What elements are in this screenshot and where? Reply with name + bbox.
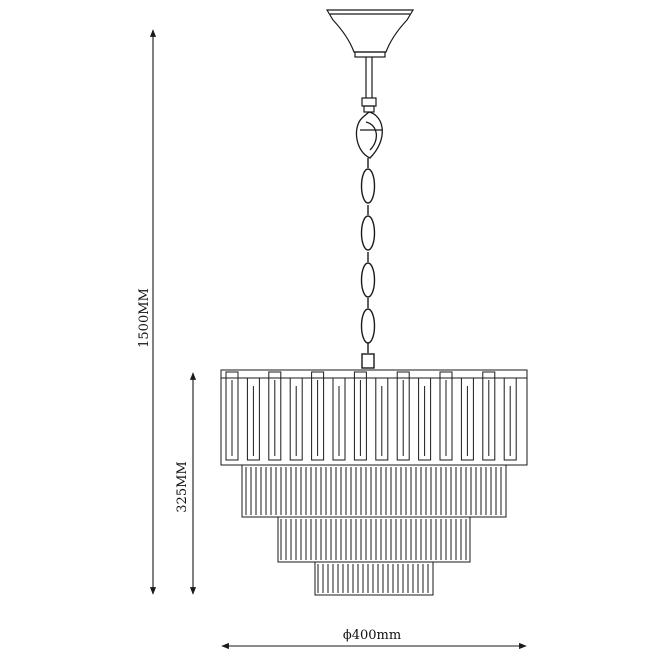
chain-link — [360, 168, 376, 204]
top-crystal-slat — [503, 377, 517, 461]
top-crystal-slat — [396, 371, 410, 461]
top-crystal-slat — [311, 371, 325, 461]
diameter-label: ϕ400mm — [343, 628, 401, 643]
top-crystal-slat — [375, 377, 389, 461]
top-crystal-slat — [332, 377, 346, 461]
chain — [360, 158, 376, 369]
chain-link — [360, 215, 376, 251]
total-height-label: 1500MM — [137, 288, 152, 348]
chain-link — [360, 308, 376, 344]
chain-link — [360, 262, 376, 298]
suspension-rod — [361, 57, 377, 113]
top-crystal-slat — [268, 371, 282, 461]
top-crystal-slat — [225, 371, 239, 461]
ceiling-canopy — [325, 9, 415, 58]
carabiner-hook — [355, 111, 383, 159]
top-ring-outline — [220, 369, 528, 466]
tier-4-outline — [314, 561, 434, 596]
body-height-label: 325MM — [175, 461, 190, 512]
top-crystal-slat — [353, 371, 367, 461]
top-crystal-slat — [246, 377, 260, 461]
top-crystal-slat — [460, 377, 474, 461]
chain-bottom-clip — [361, 353, 375, 369]
top-crystal-slat — [439, 371, 453, 461]
top-crystal-slat — [418, 377, 432, 461]
top-crystal-slat — [289, 377, 303, 461]
chandelier-body — [220, 369, 528, 596]
top-crystal-slat — [482, 371, 496, 461]
